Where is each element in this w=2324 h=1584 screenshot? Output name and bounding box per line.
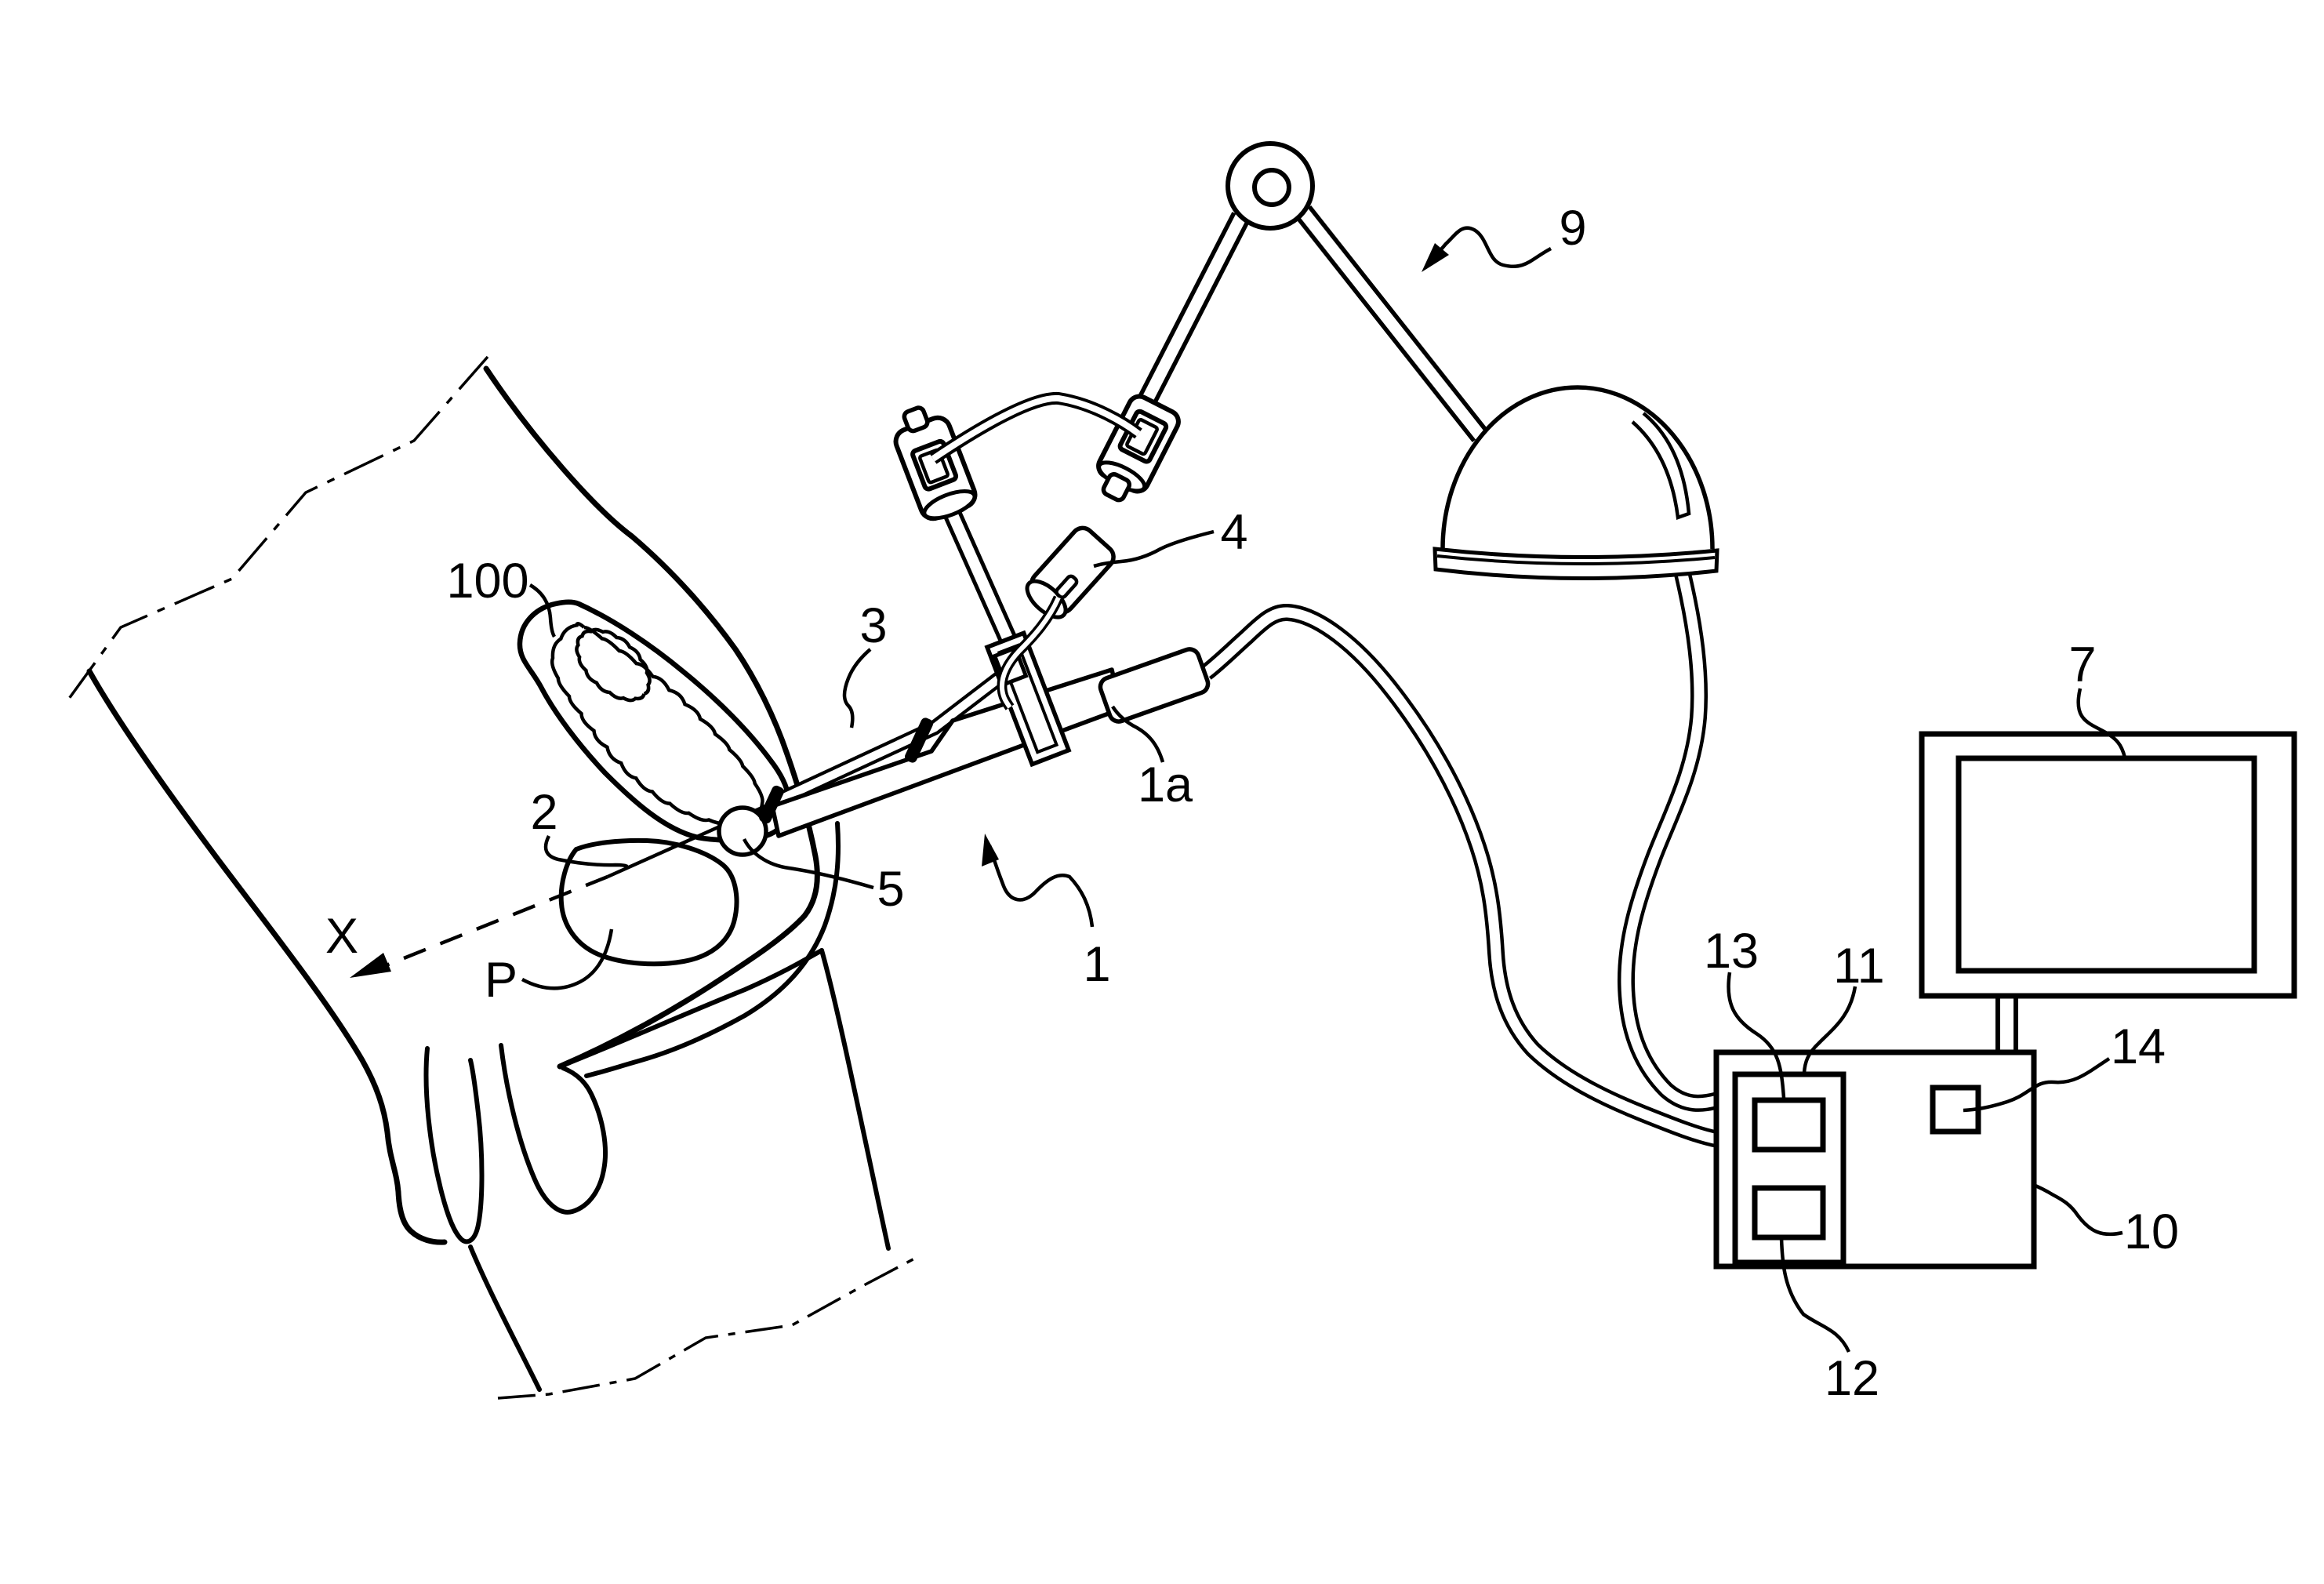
svg-text:11: 11 — [1833, 939, 1884, 994]
svg-text:4: 4 — [1220, 505, 1247, 560]
svg-text:P: P — [485, 953, 517, 1008]
svg-text:2: 2 — [530, 785, 557, 840]
svg-text:100: 100 — [446, 554, 528, 609]
svg-text:5: 5 — [877, 862, 904, 917]
svg-text:14: 14 — [2111, 1019, 2166, 1074]
svg-text:1: 1 — [1083, 937, 1110, 992]
svg-text:10: 10 — [2124, 1204, 2179, 1259]
svg-text:7: 7 — [2068, 638, 2096, 692]
svg-text:9: 9 — [1559, 201, 1586, 256]
svg-text:12: 12 — [1825, 1351, 1879, 1406]
svg-text:1a: 1a — [1138, 757, 1193, 812]
svg-text:13: 13 — [1704, 924, 1759, 979]
svg-text:3: 3 — [859, 598, 887, 653]
svg-text:X: X — [325, 909, 358, 964]
